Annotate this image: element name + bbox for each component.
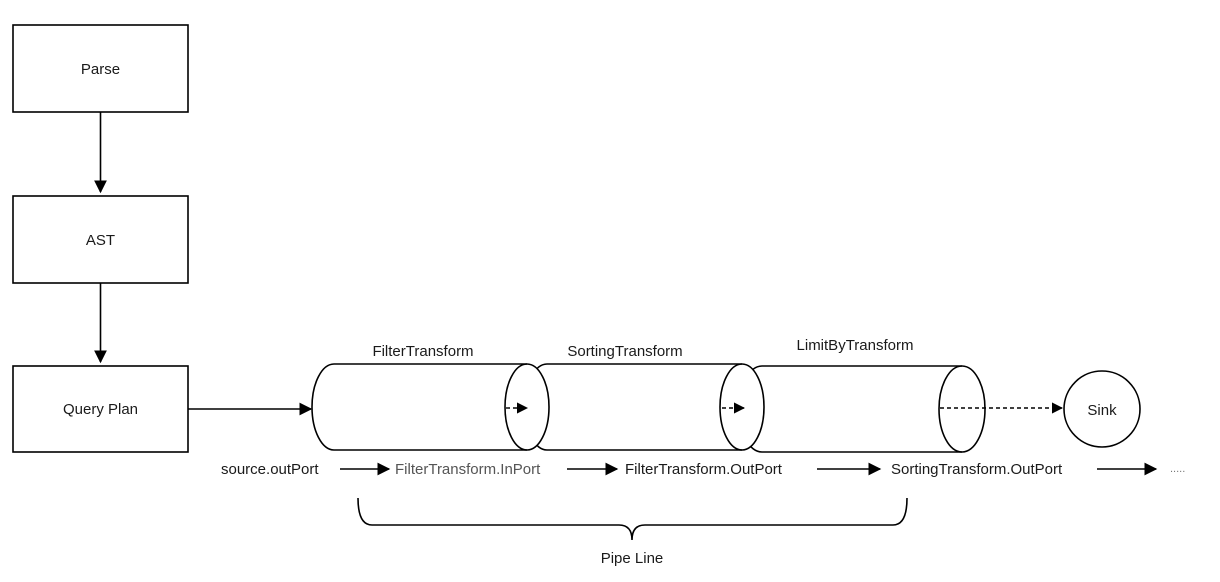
parse-label: Parse	[81, 61, 120, 78]
limitby-transform-title: LimitByTransform	[797, 337, 914, 354]
port-filter-out: FilterTransform.OutPort	[625, 461, 783, 478]
sink-node: Sink	[1063, 370, 1141, 448]
port-filter-in: FilterTransform.InPort	[395, 461, 541, 478]
sorting-transform-title: SortingTransform	[567, 343, 682, 360]
ast-node: AST	[12, 195, 189, 284]
parse-node: Parse	[12, 24, 189, 113]
port-source-out: source.outPort	[221, 461, 319, 478]
sink-label: Sink	[1087, 402, 1117, 419]
sorting-transform-cylinder	[524, 363, 765, 451]
limitby-transform-cylinder	[738, 365, 986, 453]
filter-transform-cylinder	[311, 363, 550, 451]
ast-label: AST	[86, 232, 115, 249]
filter-transform-title: FilterTransform	[372, 343, 473, 360]
pipeline-label: Pipe Line	[601, 550, 664, 567]
port-ellipsis: .....	[1170, 463, 1185, 475]
query-plan-node: Query Plan	[12, 365, 189, 453]
query-plan-label: Query Plan	[63, 401, 138, 418]
port-sorting-out: SortingTransform.OutPort	[891, 461, 1063, 478]
pipeline-brace	[357, 497, 908, 541]
